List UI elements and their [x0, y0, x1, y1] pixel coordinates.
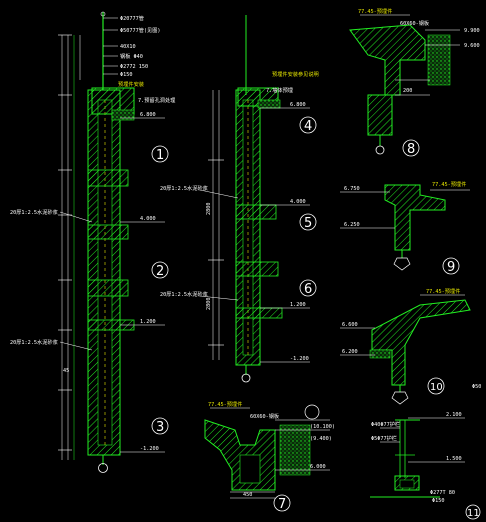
col2-note-2: 7.墙体预埋 [266, 86, 293, 94]
d7-elev-1: (10.100) [310, 424, 335, 430]
col2-circle-6-label: 6 [304, 282, 312, 297]
col1-elev-1: 6.800 [140, 112, 156, 118]
col2-circle-5-label: 5 [304, 216, 312, 231]
d10-circle: 10 [430, 382, 443, 393]
d11-label-1: Φ40Φ77护栏 [371, 420, 400, 428]
col1-note-1: 预埋件安装 [118, 80, 144, 88]
col1-dim: 45 [63, 368, 69, 374]
d9-elev-2: 6.250 [344, 222, 360, 228]
detail-10: 77.45-预埋件 6.600 6.200 10 [340, 287, 471, 405]
col1-label-3: 钢板 Φ40 [120, 52, 143, 60]
col1-elev-4: -1.200 [140, 446, 159, 452]
col1-label-2: 40X10 [120, 44, 136, 50]
detail-circle-5 [299, 213, 317, 231]
col1-label-4: Φ2772 150 [120, 64, 148, 70]
col2-side-note-1: 20厚1:2.5水泥砂浆 [160, 184, 208, 192]
col1-label-0: Φ20777管 [120, 14, 144, 22]
detail-circle-6 [299, 279, 317, 297]
d10-elev-1: 6.600 [342, 322, 358, 328]
d11-side: Φ50 [472, 384, 481, 390]
col1-circle-2-label: 2 [156, 264, 164, 279]
col1-label-1: Φ50777管(见图) [120, 26, 161, 34]
col1-circle-1-label: 1 [156, 148, 164, 163]
detail-circle-4 [299, 116, 317, 134]
col1-side-note-1: 20厚1:2.5水泥砂浆 [10, 208, 58, 216]
col1-circle-3-label: 3 [156, 420, 164, 435]
d11-bottom: Φ277T 80 [430, 490, 455, 496]
d8-elev-2: 9.600 [464, 43, 480, 49]
col1-label-5: Φ150 [120, 72, 133, 78]
col2-note-top: 预埋件安装参见说明 [272, 70, 319, 78]
col2-elev-4: -1.200 [290, 356, 309, 362]
col2-circle-4-label: 4 [304, 119, 312, 134]
d11-elev-2: 1.500 [446, 456, 462, 462]
col1-elev-2: 4.000 [140, 216, 156, 222]
d11-bottom-2: Φ150 [432, 498, 445, 504]
d8-elev-1: 9.900 [464, 28, 480, 34]
d11-label-2: Φ5Φ77护栏 [371, 434, 397, 442]
detail-circle-3 [151, 417, 169, 435]
d11-circle: 11 [467, 508, 480, 519]
section-column-1: Φ20777管 Φ50777管(见图) 40X10 钢板 Φ40 Φ2772 1… [10, 11, 176, 473]
d7-dim: 450 [243, 492, 252, 498]
col1-note-2: 7.预留孔洞处理 [138, 96, 176, 104]
col1-elev-3: 1.200 [140, 319, 156, 325]
d9-circle: 9 [447, 260, 455, 275]
d8-circle: 8 [407, 142, 415, 157]
col1-side-note-2: 20厚1:2.5水泥砂浆 [10, 338, 58, 346]
d11-elev-1: 2.100 [446, 412, 462, 418]
d10-elev-2: 6.200 [342, 349, 358, 355]
detail-11: Φ40Φ77护栏 Φ5Φ77护栏 2.100 1.500 Φ277T 80 Φ1… [370, 384, 481, 520]
col2-elev-2: 4.000 [290, 199, 306, 205]
detail-7: 77.45-预埋件 60X60-钢板 (10.100) (9.400) 6.00… [204, 400, 335, 512]
detail-circle-2 [151, 261, 169, 279]
d7-elev-3: 6.000 [310, 464, 326, 470]
col2-side-note-2: 20厚1:2.5水泥砂浆 [160, 290, 208, 298]
col2-dim-2: 2800 [206, 298, 212, 311]
d9-elev-1: 6.750 [344, 186, 360, 192]
d8-sub: 60X60-钢板 [400, 19, 430, 27]
col2-dim-1: 2800 [206, 203, 212, 216]
d7-label: 77.45-预埋件 [208, 400, 242, 408]
d7-sub: 60X60-钢板 [250, 412, 280, 420]
d10-label: 77.45-预埋件 [426, 287, 460, 295]
col2-elev-3: 1.200 [290, 302, 306, 308]
d8-label: 77.45-预埋件 [358, 7, 392, 15]
d9-label: 77.45-预埋件 [432, 180, 466, 188]
d7-circle: 7 [278, 497, 286, 512]
section-column-2: 预埋件安装参见说明 7.墙体预埋 6.800 4.000 1.200 -1.20… [160, 15, 319, 383]
detail-8: 77.45-预埋件 60X60-钢板 9.900 9.600 200 8 [349, 7, 480, 157]
detail-circle-1 [151, 145, 169, 163]
col2-elev-1: 6.800 [290, 102, 306, 108]
d7-elev-2: (9.400) [310, 436, 332, 442]
detail-9: 77.45-预埋件 6.750 6.250 9 [340, 180, 470, 275]
d8-dim: 200 [403, 88, 412, 94]
